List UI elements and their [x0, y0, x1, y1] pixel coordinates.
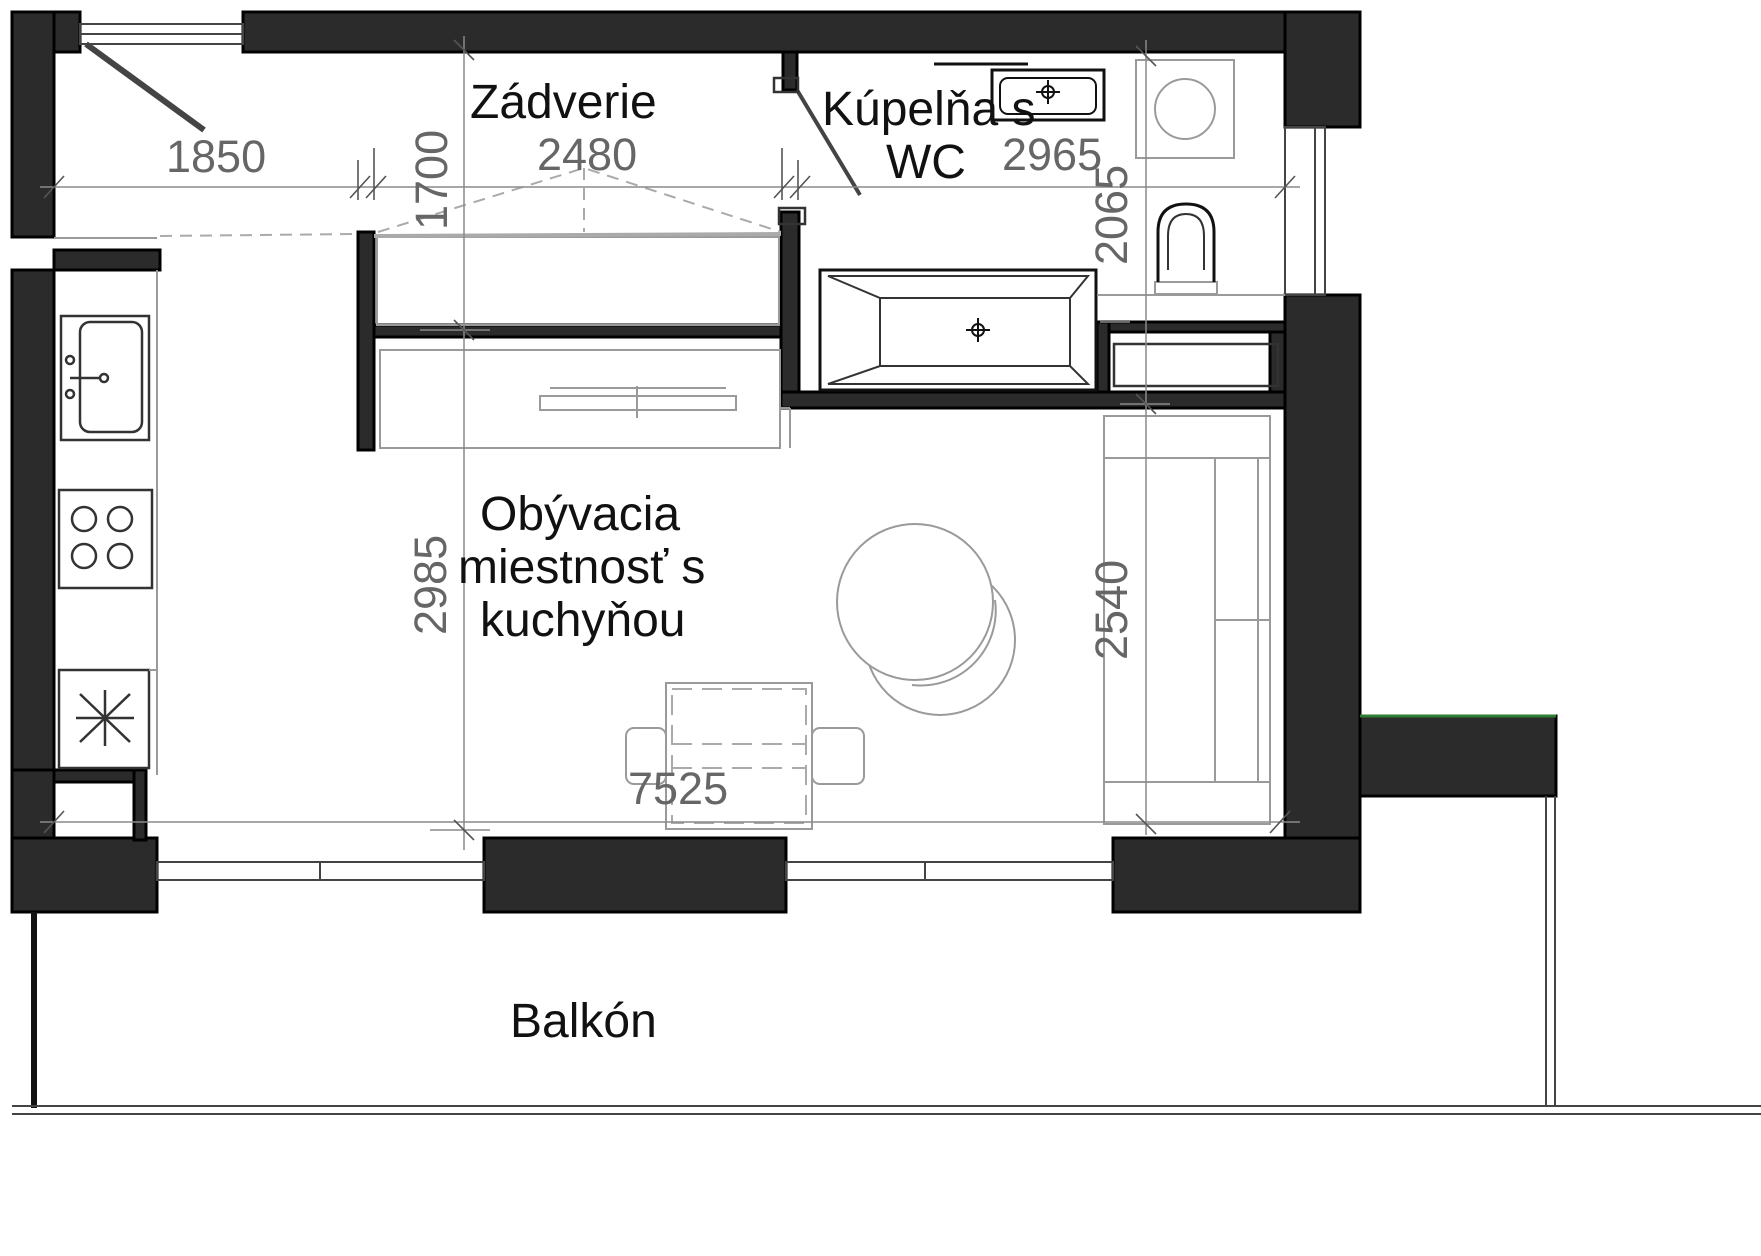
dimension-2965: 2965	[1002, 129, 1102, 180]
dimension-2540: 2540	[1086, 560, 1137, 660]
bathroom-fixtures	[818, 59, 1285, 392]
room-label-entrance: Zádverie	[470, 76, 657, 129]
windows	[79, 23, 1326, 881]
dimension-1850: 1850	[166, 131, 266, 182]
dimension-7525: 7525	[628, 763, 728, 814]
room-label-living-line1: Obývacia	[480, 488, 680, 541]
living-furniture	[625, 415, 1271, 830]
kitchen-counter	[54, 237, 158, 775]
walls	[10, 10, 1558, 914]
wardrobe	[159, 166, 791, 449]
balcony	[12, 714, 1761, 1115]
dimension-2065: 2065	[1086, 165, 1137, 265]
dimension-lines	[40, 36, 1300, 850]
room-label-bathroom-line1: Kúpelňa s	[822, 83, 1036, 136]
room-label-balcony: Balkón	[510, 995, 657, 1048]
dimension-1700: 1700	[406, 130, 457, 230]
room-label-living-line3: kuchyňou	[480, 594, 685, 647]
room-label-bathroom-line2: WC	[886, 136, 966, 189]
dimension-2480: 2480	[537, 129, 637, 180]
dimension-2985: 2985	[405, 535, 456, 635]
room-label-living-line2: miestnosť s	[458, 541, 705, 594]
